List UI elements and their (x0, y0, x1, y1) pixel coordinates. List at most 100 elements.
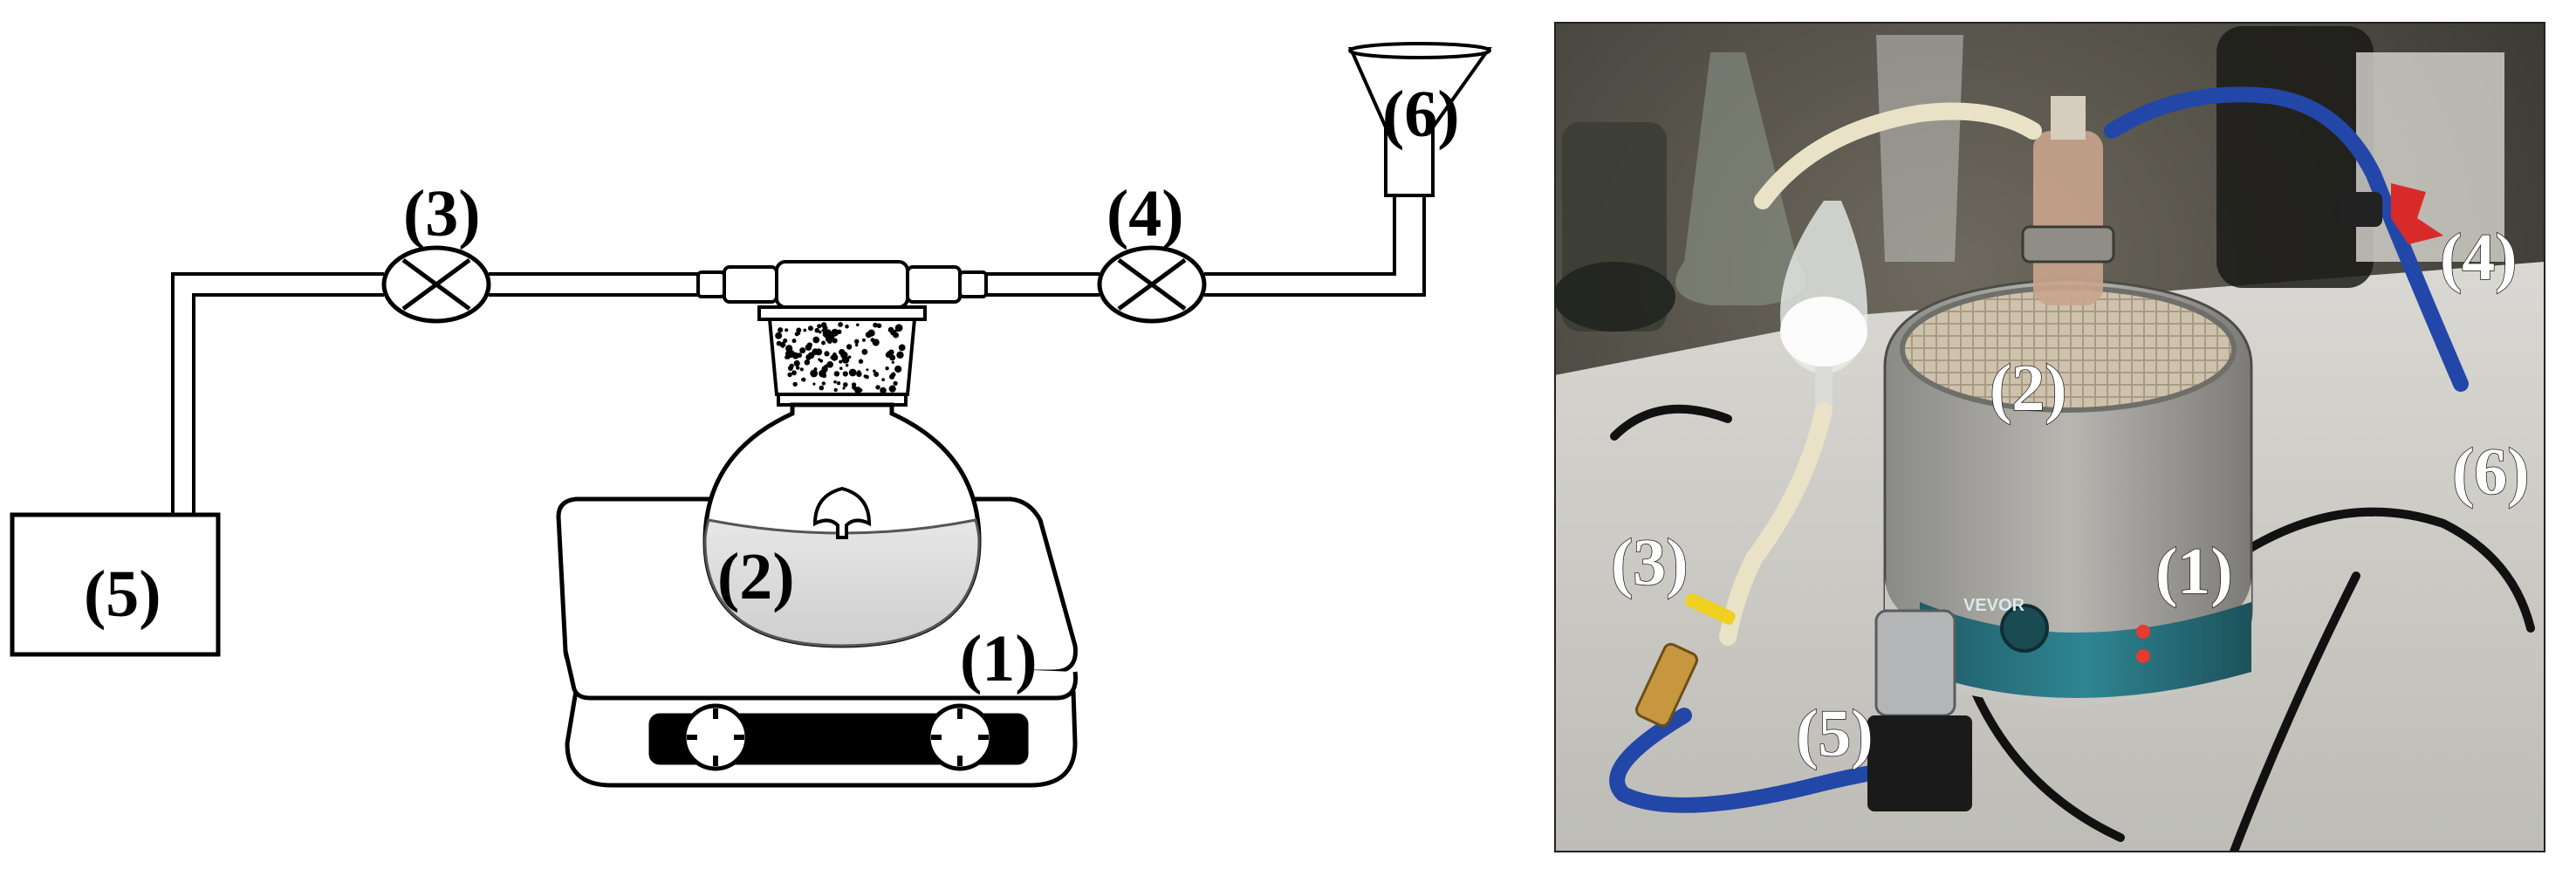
joint-speckle (803, 328, 807, 332)
joint-speckle (839, 366, 843, 371)
hot-plate-knobs (682, 703, 994, 771)
joint-speckle (867, 329, 875, 337)
joint-speckle (874, 372, 880, 377)
joint-speckle (837, 329, 842, 334)
joint-speckle (810, 369, 819, 378)
flask-label: (2) (717, 540, 795, 613)
joint-speckle (853, 339, 860, 345)
joint-speckle (896, 351, 904, 359)
joint-speckle (822, 330, 831, 339)
background-glassware (1555, 26, 2504, 332)
joint-speckle (873, 369, 876, 373)
valve-right: (4) (1097, 177, 1207, 324)
joint-speckle (846, 344, 853, 350)
joint-speckle (806, 342, 812, 348)
joint-speckle (817, 324, 822, 329)
joint-speckle (799, 367, 804, 372)
joint-speckle (859, 388, 863, 393)
joint-speckle (775, 332, 783, 339)
joint-speckle (833, 380, 837, 384)
joint-speckle (857, 370, 861, 374)
three-way-valve (2339, 183, 2443, 244)
joint-speckle (797, 352, 802, 359)
joint-speckle (804, 359, 811, 366)
joint-speckle (792, 381, 798, 387)
joint-speckle (893, 332, 899, 339)
pump-box: (5) (10, 512, 221, 657)
tubing-left (171, 272, 698, 515)
joint-speckle (845, 324, 849, 329)
joint-speckle (784, 328, 789, 332)
joint-speckle (789, 363, 794, 369)
joint-speckle (822, 325, 828, 331)
apparatus-photo: VEVOR (1555, 23, 2545, 852)
joint-speckle (791, 370, 797, 376)
joint-speckle (812, 382, 816, 386)
joint-speckle (862, 338, 866, 342)
joint-speckle (799, 347, 806, 354)
joint-speckle (866, 368, 869, 372)
photo-heater-label: (1) (2155, 535, 2233, 608)
joint-speckle (785, 350, 793, 358)
power-cables (1610, 404, 2535, 852)
joint-speckle (821, 381, 826, 386)
photo-outlet-label: (6) (2452, 435, 2530, 509)
joint-speckle (812, 336, 820, 344)
joint-speckle (819, 371, 822, 374)
joint-speckle (851, 382, 857, 387)
photo-frame (1554, 22, 2545, 852)
joint-speckle (842, 371, 848, 377)
joint-speckle (831, 328, 839, 337)
drying-flask (1780, 201, 1867, 410)
joint-speckle (855, 343, 859, 347)
joint-speckle (856, 323, 860, 327)
joint-speckle (842, 387, 846, 390)
joint-speckle (794, 332, 799, 337)
joint-speckle (833, 371, 840, 377)
joint-speckle (843, 382, 848, 387)
joint-speckle (875, 385, 880, 390)
joint-speckle (814, 327, 819, 333)
joint-speckle (894, 365, 902, 373)
joint-speckle (848, 368, 857, 377)
joint-speckle (863, 374, 867, 379)
joint-speckle (821, 340, 826, 346)
photo-flask-label: (2) (1990, 352, 2067, 425)
photo-flask-adapter (2021, 96, 2115, 305)
joint-speckle (832, 338, 838, 344)
joint-speckle (783, 338, 788, 344)
joint-speckle (796, 327, 802, 333)
joint-speckle (888, 349, 894, 355)
joint-speckle (818, 358, 821, 361)
joint-speckle (778, 327, 784, 333)
joint-speckle (880, 387, 887, 394)
silicone-tubing (1719, 102, 2042, 646)
joint-speckle (819, 385, 825, 391)
joint-speckle (840, 351, 848, 359)
joint-speckle (876, 323, 882, 329)
joint-speckle (839, 359, 843, 364)
joint-speckle (891, 360, 894, 364)
heater-label: (1) (960, 622, 1038, 695)
joint-speckle (881, 378, 885, 381)
joint-speckle (886, 353, 889, 357)
joint-speckle (890, 372, 896, 378)
three-way-adapter (696, 260, 988, 321)
joint-speckle (885, 366, 889, 371)
joint-speckle (888, 385, 896, 393)
funnel: (6) (1347, 42, 1492, 197)
round-bottom-flask: (2) (702, 402, 982, 648)
schematic-diagram: (5) (3) (10, 42, 1492, 788)
joint-speckle (846, 364, 849, 367)
joint-speckle (836, 381, 841, 386)
joint-speckle (793, 359, 800, 367)
joint-speckle (808, 325, 813, 332)
photo-valve-right-label: (4) (2440, 221, 2518, 294)
vacuum-pump (1867, 609, 1972, 811)
tubing-right (986, 195, 1426, 297)
joint-speckle (833, 387, 838, 393)
joint-speckle (870, 338, 875, 343)
joint-speckle (861, 348, 868, 355)
joint-speckle (847, 355, 852, 359)
